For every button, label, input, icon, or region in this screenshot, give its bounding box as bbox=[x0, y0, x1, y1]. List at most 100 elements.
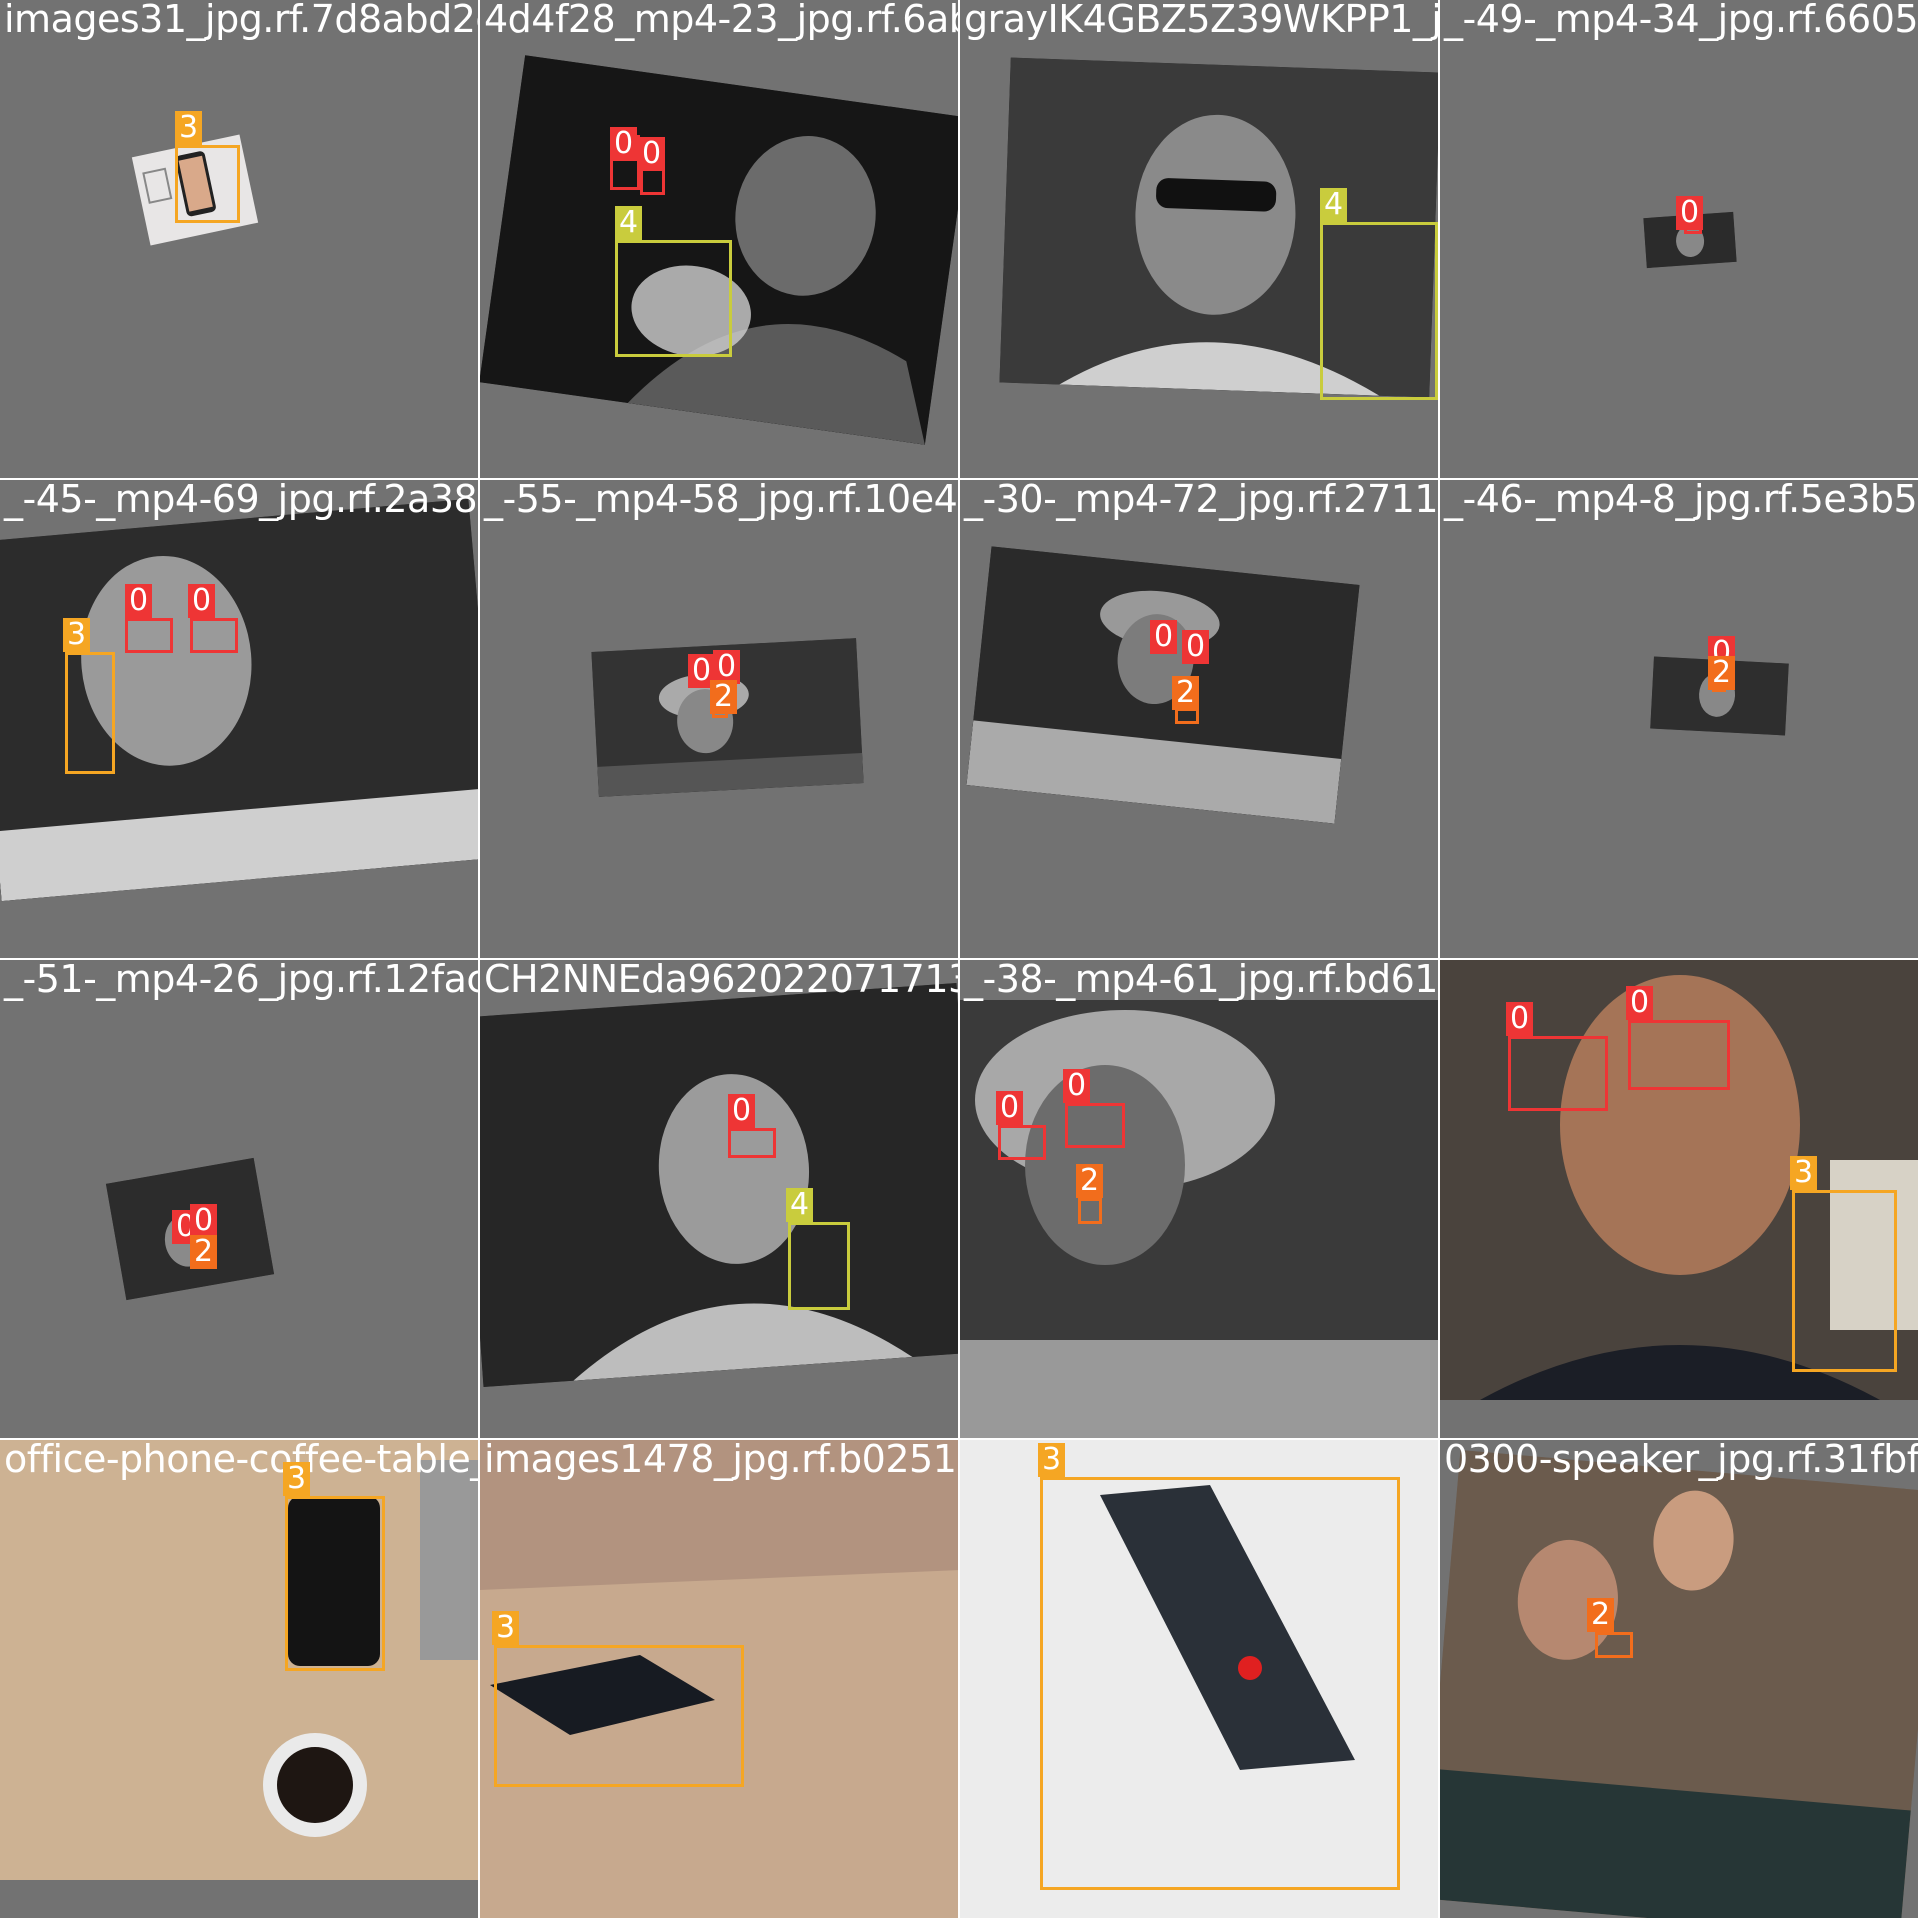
detection-box bbox=[788, 1222, 850, 1310]
tile-14: 3 bbox=[960, 1440, 1440, 1920]
phone-on-table-scene bbox=[480, 1440, 958, 1918]
tile-13: images1478_jpg.rf.b025158a 3 bbox=[480, 1440, 960, 1920]
detection-label: 4 bbox=[1320, 188, 1348, 222]
tile-3: _-49-_mp4-34_jpg.rf.660540 0 bbox=[1440, 0, 1920, 480]
detection-box bbox=[728, 1128, 776, 1158]
detection-box bbox=[1508, 1036, 1608, 1111]
detection-label: 2 bbox=[1076, 1164, 1104, 1198]
detection-label: 0 bbox=[1150, 620, 1178, 654]
detection-label: 3 bbox=[283, 1462, 311, 1496]
tile-title: _-51-_mp4-26_jpg.rf.12fac3 bbox=[4, 960, 480, 1001]
tile-title: 0300-speaker_jpg.rf.31fbfc70c2854 bbox=[1444, 1440, 1920, 1481]
tile-7: _-46-_mp4-8_jpg.rf.5e3b58e 0 2 bbox=[1440, 480, 1920, 960]
detection-box bbox=[1628, 1020, 1730, 1090]
detection-label: 2 bbox=[710, 680, 738, 714]
detection-label: 3 bbox=[1038, 1443, 1066, 1477]
detection-label: 0 bbox=[638, 137, 666, 171]
phone-on-table-scene bbox=[0, 1440, 478, 1880]
detection-label: 3 bbox=[492, 1611, 520, 1645]
detection-box bbox=[998, 1125, 1046, 1160]
photo bbox=[960, 1000, 1438, 1438]
photo bbox=[480, 1440, 958, 1918]
tile-title: images1478_jpg.rf.b025158a bbox=[484, 1440, 958, 1481]
detection-label: 0 bbox=[190, 1204, 218, 1238]
driver-cabin-scene bbox=[480, 983, 958, 1387]
tile-15: 0300-speaker_jpg.rf.31fbfc70c2854 2 bbox=[1440, 1440, 1920, 1920]
man-with-straw-hat-scene bbox=[960, 1000, 1438, 1438]
tile-10: _-38-_mp4-61_jpg.rf.bd61d1a975bf9ce1456a… bbox=[960, 960, 1440, 1440]
tile-6: _-30-_mp4-72_jpg.rf.271154436c8b4f2bf 0 … bbox=[960, 480, 1440, 960]
tile-2: grayIK4GBZ5Z39WKPP1_jpg.rf.49d1d198394ee… bbox=[960, 0, 1440, 480]
detection-label: 0 bbox=[610, 127, 638, 161]
detection-box bbox=[1175, 708, 1199, 724]
detection-label: 3 bbox=[175, 111, 203, 145]
detection-label: 0 bbox=[996, 1091, 1024, 1125]
tile-title: _-46-_mp4-8_jpg.rf.5e3b58e bbox=[1444, 480, 1920, 521]
detection-box bbox=[1595, 1632, 1633, 1658]
driver-with-hat-scene bbox=[966, 546, 1360, 824]
detection-label: 0 bbox=[1676, 196, 1704, 230]
detection-label: 0 bbox=[125, 584, 153, 618]
detection-box bbox=[175, 145, 240, 223]
photo bbox=[960, 1440, 1438, 1918]
tile-12: office-phone-coffee-table_jpg 3 bbox=[0, 1440, 480, 1920]
photo bbox=[0, 1440, 478, 1880]
detection-label: 3 bbox=[1790, 1156, 1818, 1190]
tile-title: _-55-_mp4-58_jpg.rf.10e4215a908d144575 bbox=[484, 480, 958, 521]
detection-box bbox=[285, 1496, 385, 1671]
tile-title: _-49-_mp4-34_jpg.rf.660540 bbox=[1444, 0, 1920, 41]
detection-label: 0 bbox=[188, 584, 216, 618]
phone-illustration bbox=[142, 151, 216, 217]
detection-box bbox=[1320, 222, 1438, 400]
detection-label: 4 bbox=[615, 206, 643, 240]
men-playing-mahjong-scene bbox=[1440, 1449, 1918, 1918]
tile-title: office-phone-coffee-table_jpg bbox=[4, 1440, 478, 1481]
tile-1: 4d4f28_mp4-23_jpg.rf.6ab71ba9dc440D5C39 … bbox=[480, 0, 960, 480]
detection-label: 0 bbox=[1182, 630, 1210, 664]
detection-box bbox=[1040, 1477, 1400, 1890]
man-with-sunglasses-scene bbox=[999, 57, 1438, 398]
detection-label: 0 bbox=[1626, 986, 1654, 1020]
photo bbox=[0, 498, 478, 902]
detection-box bbox=[494, 1645, 744, 1787]
detection-label: 2 bbox=[1708, 656, 1736, 690]
detection-label: 0 bbox=[688, 654, 716, 688]
tile-11: 0 0 3 bbox=[1440, 960, 1920, 1440]
detection-box bbox=[65, 652, 115, 774]
detection-label: 0 bbox=[1063, 1069, 1091, 1103]
tile-title: _-38-_mp4-61_jpg.rf.bd61d1a975bf9ce1456a… bbox=[964, 960, 1438, 1001]
tile-title: 4d4f28_mp4-23_jpg.rf.6ab71ba9dc440D5C39 bbox=[484, 0, 958, 41]
young-man-scene bbox=[1440, 960, 1918, 1400]
man-on-phone-scene bbox=[0, 498, 478, 902]
tile-title: images31_jpg.rf.7d8abd2c5664f9288704493 bbox=[4, 0, 478, 41]
detection-box bbox=[615, 240, 732, 357]
detection-box bbox=[1078, 1198, 1102, 1224]
tile-4: _-45-_mp4-69_jpg.rf.2a389ce965b7a0c58c86… bbox=[0, 480, 480, 960]
detection-label: 2 bbox=[190, 1235, 218, 1269]
detection-box bbox=[1792, 1190, 1897, 1372]
tile-title: _-30-_mp4-72_jpg.rf.271154436c8b4f2bf bbox=[964, 480, 1439, 521]
tile-9: CH2NNEda9620220717134528 0 4 bbox=[480, 960, 960, 1440]
smartphone-dialer-scene bbox=[960, 1440, 1438, 1918]
detection-label: 4 bbox=[786, 1188, 814, 1222]
photo bbox=[1440, 1449, 1918, 1918]
detection-label: 0 bbox=[728, 1094, 756, 1128]
detection-label: 0 bbox=[713, 650, 741, 684]
photo bbox=[480, 983, 958, 1387]
tile-8: _-51-_mp4-26_jpg.rf.12fac3 0 0 2 bbox=[0, 960, 480, 1440]
tile-title: grayIK4GBZ5Z39WKPP1_jpg.rf.49d1d198394ee… bbox=[964, 0, 1440, 41]
detection-box bbox=[190, 618, 238, 653]
tile-5: _-55-_mp4-58_jpg.rf.10e4215a908d144575 0… bbox=[480, 480, 960, 960]
detection-label: 0 bbox=[1506, 1002, 1534, 1036]
detection-box bbox=[125, 618, 173, 653]
detection-label: 2 bbox=[1172, 676, 1200, 710]
detection-label: 3 bbox=[63, 618, 91, 652]
tile-title: CH2NNEda9620220717134528 bbox=[484, 960, 958, 1001]
photo bbox=[966, 546, 1360, 824]
photo bbox=[131, 134, 259, 246]
photo bbox=[999, 57, 1438, 398]
photo bbox=[1440, 960, 1918, 1400]
tile-0: images31_jpg.rf.7d8abd2c5664f9288704493 … bbox=[0, 0, 480, 480]
detection-box bbox=[1065, 1103, 1125, 1148]
